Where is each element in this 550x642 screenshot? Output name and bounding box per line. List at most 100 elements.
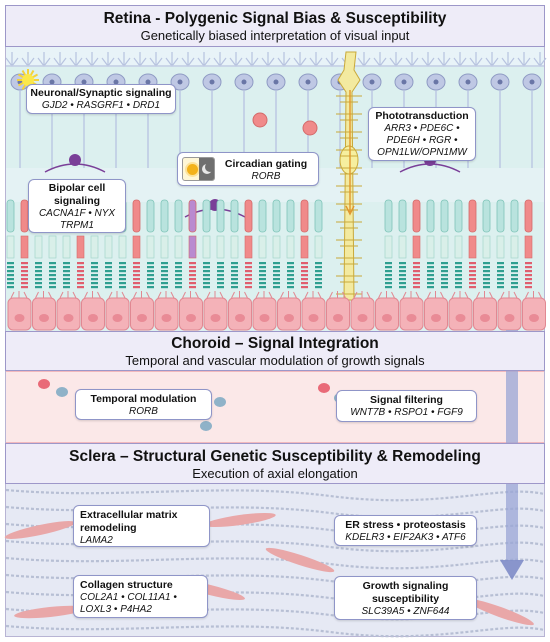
temporal-modulation-title: Temporal modulation	[90, 393, 197, 405]
disc-stripe	[287, 274, 294, 277]
disc-stripe	[63, 286, 70, 289]
cone-outer-segment	[189, 262, 196, 289]
disc-stripe	[217, 282, 224, 285]
rod-outer-segment	[161, 262, 168, 289]
retina-header: Retina - Polygenic Signal Bias & Suscept…	[5, 5, 545, 47]
disc-stripe	[217, 274, 224, 277]
rod-soma	[454, 199, 463, 233]
rpe-nucleus	[431, 314, 441, 322]
rpe-microvilli	[255, 291, 273, 299]
disc-stripe	[511, 286, 518, 289]
disc-stripe	[497, 282, 504, 285]
disc-stripe	[413, 286, 420, 289]
disc-stripe	[91, 274, 98, 277]
disc-stripe	[21, 286, 28, 289]
disc-stripe	[245, 286, 252, 289]
rpe-microvilli	[108, 291, 126, 299]
disc-stripe	[469, 286, 476, 289]
disc-stripe	[399, 282, 406, 285]
disc-stripe	[441, 270, 448, 273]
disc-stripe	[301, 274, 308, 277]
collagen-structure-box: Collagen structure COL2A1 • COL11A1 • LO…	[73, 575, 208, 618]
disc-stripe	[77, 270, 84, 273]
rod-inner-segment	[314, 235, 323, 259]
muller-process	[336, 221, 362, 229]
disc-stripe	[413, 262, 420, 265]
rpe-nucleus	[480, 314, 490, 322]
disc-stripe	[49, 262, 56, 265]
disc-stripe	[483, 278, 490, 281]
rod-soma	[160, 199, 169, 233]
disc-stripe	[231, 286, 238, 289]
sun-moon-icon	[182, 157, 215, 181]
bipolar-cell-genes-2: TRPM1	[60, 220, 94, 231]
disc-stripe	[217, 278, 224, 281]
ganglion-nucleus	[209, 79, 215, 85]
disc-stripe	[441, 262, 448, 265]
er-stress-genes: KDELR3 • EIF2AK3 • ATF6	[345, 532, 466, 543]
disc-stripe	[133, 282, 140, 285]
disc-stripe	[287, 262, 294, 265]
bipolar-cell-title-2: signaling	[53, 195, 101, 207]
disc-stripe	[203, 262, 210, 265]
choroid-title: Choroid – Signal Integration	[171, 335, 379, 352]
disc-stripe	[119, 282, 126, 285]
muller-process	[336, 203, 362, 211]
disc-stripe	[105, 278, 112, 281]
rpe-nucleus	[455, 314, 466, 322]
disc-stripe	[497, 278, 504, 281]
rpe-nucleus	[137, 314, 147, 322]
collagen-structure-title: Collagen structure	[80, 579, 173, 591]
rod-inner-segment	[174, 235, 183, 259]
disc-stripe	[231, 282, 238, 285]
disc-stripe	[161, 274, 168, 277]
cone-soma	[524, 199, 533, 233]
disc-stripe	[63, 274, 70, 277]
sun-icon	[187, 164, 198, 175]
rod-inner-segment	[272, 235, 281, 259]
rpe-nucleus	[333, 314, 343, 322]
disc-stripe	[21, 274, 28, 277]
rod-inner-segment	[384, 235, 393, 259]
disc-stripe	[119, 278, 126, 281]
moon-icon	[199, 158, 214, 180]
ganglion-nucleus	[433, 79, 439, 85]
fibroblast	[204, 512, 276, 528]
disc-stripe	[301, 262, 308, 265]
disc-stripe	[455, 266, 462, 269]
neuronal-synaptic-title: Neuronal/Synaptic signaling	[30, 87, 172, 99]
cone-soma	[188, 199, 197, 233]
disc-stripe	[189, 282, 196, 285]
disc-stripe	[497, 270, 504, 273]
disc-stripe	[91, 282, 98, 285]
disc-stripe	[483, 262, 490, 265]
cone-inner-segment	[300, 235, 309, 259]
amacrine-cell	[302, 120, 318, 136]
disc-stripe	[231, 262, 238, 265]
rpe-microvilli	[476, 291, 493, 299]
cone-inner-segment	[132, 235, 141, 259]
disc-stripe	[231, 274, 238, 277]
rod-outer-segment	[385, 262, 392, 289]
collagen-fiber	[5, 607, 545, 621]
light-core	[22, 74, 34, 86]
disc-stripe	[119, 286, 126, 289]
choroid-header: Choroid – Signal Integration Temporal an…	[5, 331, 545, 371]
disc-stripe	[427, 270, 434, 273]
disc-stripe	[203, 286, 210, 289]
rpe-microvilli	[133, 291, 150, 299]
disc-stripe	[511, 282, 518, 285]
rpe-microvilli	[525, 291, 542, 299]
rpe-nucleus	[14, 314, 25, 322]
cone-outer-segment	[133, 262, 140, 289]
retina-title: Retina - Polygenic Signal Bias & Suscept…	[103, 10, 447, 27]
disc-stripe	[77, 282, 84, 285]
growth-signaling-genes: SLC39A5 • ZNF644	[361, 606, 450, 617]
neuronal-synaptic-box: Neuronal/Synaptic signaling GJD2 • RASGR…	[26, 84, 176, 114]
bipolar-cell-genes-1: CACNA1F • NYX	[38, 208, 116, 219]
fibroblast	[265, 547, 335, 573]
rod-outer-segment	[231, 262, 238, 289]
disc-stripe	[273, 262, 280, 265]
rod-inner-segment	[454, 235, 463, 259]
disc-stripe	[119, 266, 126, 269]
